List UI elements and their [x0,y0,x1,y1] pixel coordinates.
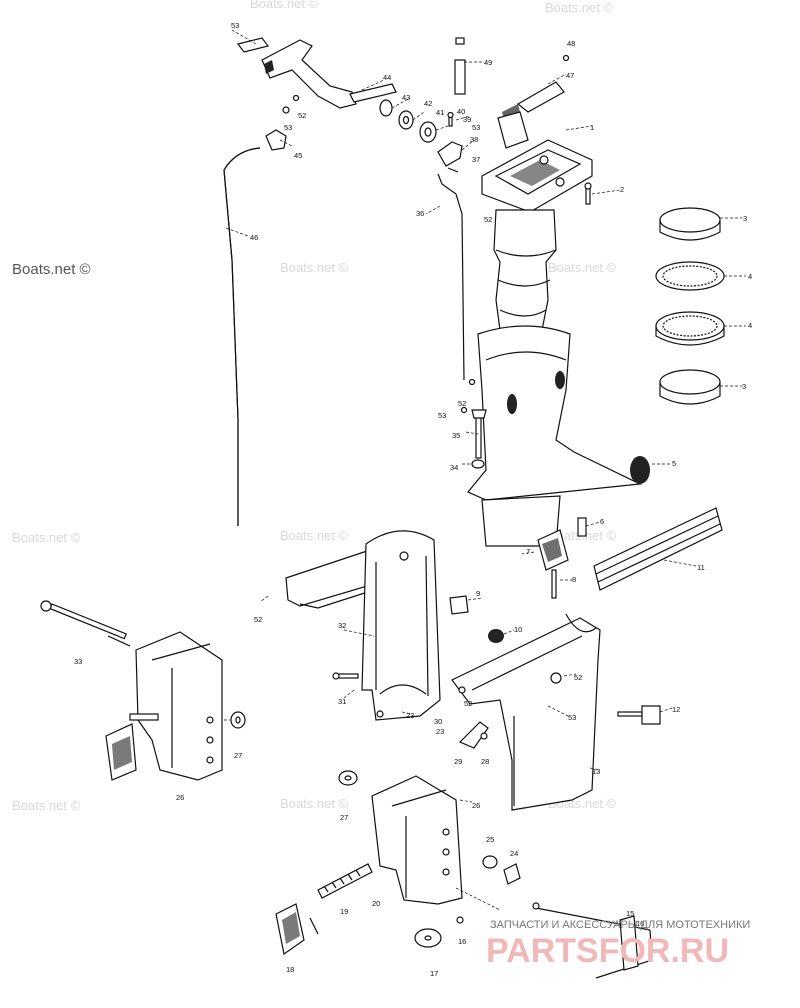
callout-52: 53 [568,713,576,722]
callout-50: 52 [298,111,306,120]
callout-17: 23 [406,711,414,720]
plate-and-strip [521,507,723,599]
callout-3: 3 [743,214,747,223]
callout-25: 25 [486,835,494,844]
callouts: 53 44 43 42 41 40 39 53 38 37 36 52 52 5… [74,21,752,978]
footer-logo: PARTSFOR.RU [486,932,729,970]
callout-1: 1 [590,123,594,132]
callout-26: 26 [472,801,480,810]
callout-34: 34 [450,463,458,472]
callout-19: 17 [430,969,438,978]
clamp-bracket-right [451,613,673,811]
upper-small-parts [454,37,570,149]
callout-39: 39 [463,115,471,124]
partsfor-logo: ЗАПЧАСТИ И АКСЕССУАРЫ ДЛЯ МОТОТЕХНИКИ PA… [486,919,750,970]
callout-42: 42 [424,99,432,108]
callout-52: 53 [284,123,292,132]
callout-16: 16 [636,919,644,928]
tilt-lever [532,902,653,979]
callout-50: 52 [574,673,582,682]
callout-30: 30 [434,717,442,726]
callout-50: 52 [254,615,262,624]
callout-24: 24 [510,849,518,858]
callout-44: 44 [383,73,391,82]
callout-33: 33 [74,657,82,666]
callout-40: 40 [457,107,465,116]
tiller-arm-assembly [223,29,475,526]
callout-53: 53 [472,123,480,132]
callout-50: 52 [484,215,492,224]
callout-49: 49 [484,58,492,67]
callout-10: 10 [514,625,522,634]
callout-8: 8 [572,575,576,584]
callout-43: 43 [402,93,410,102]
callout-18: 16 [458,937,466,946]
callout-5: 5 [672,459,676,468]
callout-41: 41 [436,108,444,117]
footer-tagline: ЗАПЧАСТИ И АКСЕССУАРЫ ДЛЯ МОТОТЕХНИКИ [490,919,750,931]
watermark: Boats.net © [548,260,617,275]
watermark: Boats.net © [250,0,319,11]
callout-7: 7 [526,547,530,556]
callout-6: 6 [600,517,604,526]
callout-23: 20 [372,899,380,908]
transom-clamp-lower [275,770,521,956]
watermark-left-dark: Boats.net © [12,261,91,278]
callout-36: 36 [416,209,424,218]
callout-52: 53 [438,411,446,420]
callout-32: 32 [338,621,346,630]
callout-51: 53 [231,21,239,30]
watermark: Boats.net © [280,528,349,543]
drive-shaft-housing [460,125,643,547]
callout-45: 45 [294,151,302,160]
callout-11: 11 [697,563,705,572]
callout-50: 52 [458,399,466,408]
watermarks: Boats.net © Boats.net © Boats.net © Boat… [12,0,617,813]
callout-38: 38 [470,135,478,144]
callout-28: 28 [481,757,489,766]
transom-clamp-upper [40,600,246,781]
callout-31: 31 [338,697,346,706]
callout-46: 46 [250,233,258,242]
watermark: Boats.net © [12,798,81,813]
watermark: Boats.net © [12,530,81,545]
watermark: Boats.net © [280,796,349,811]
bearing-rings [630,207,746,484]
watermark: Boats.net © [545,0,614,15]
callout-50: 52 [464,699,472,708]
callout-15: 15 [626,909,634,918]
callout-27: 27 [340,813,348,822]
callout-29: 29 [454,757,462,766]
callout-4: 4 [748,272,752,281]
callout-17: 23 [436,727,444,736]
callout-9: 9 [476,589,480,598]
callout-12: 12 [672,705,680,714]
callout-20: 18 [286,965,294,974]
callout-35: 35 [452,431,460,440]
swivel-bracket [259,530,515,721]
callout-2: 2 [620,185,624,194]
callout-47: 47 [566,71,574,80]
callout-27: 27 [234,751,242,760]
watermark: Boats.net © [280,260,349,275]
callout-3: 3 [742,382,746,391]
callout-13: 13 [592,767,600,776]
callout-48: 48 [567,39,575,48]
callout-22: 19 [340,907,348,916]
callout-4: 4 [748,321,752,330]
callout-37: 37 [472,155,480,164]
callout-26: 26 [176,793,184,802]
